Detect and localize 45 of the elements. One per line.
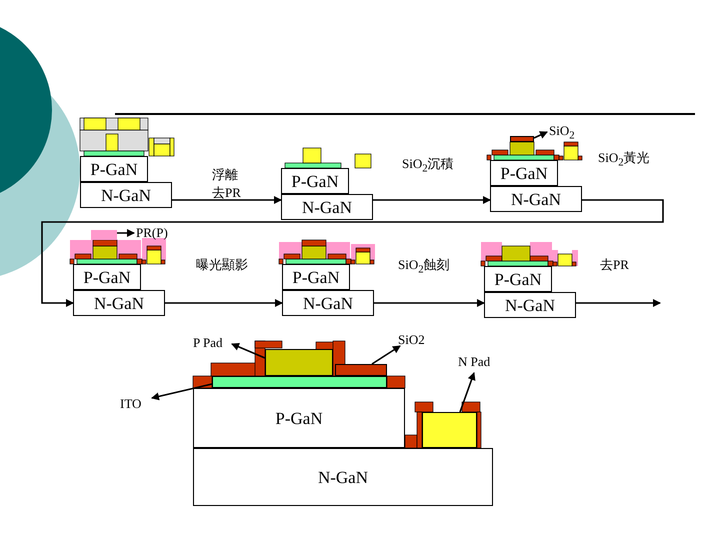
leader-line: [534, 131, 548, 139]
layer-region: [91, 230, 117, 240]
layer-box: P-GaN: [193, 388, 405, 448]
arrow: [41, 199, 664, 307]
layer-label: SiO$_{2}$: [549, 124, 575, 142]
layer-region: [212, 376, 387, 388]
layer-box: N-GaN: [484, 292, 576, 318]
layer-label: ITO: [120, 397, 142, 410]
layer-box: N-GaN: [193, 448, 493, 506]
leader-line: [117, 229, 135, 237]
layer-label: N Pad: [458, 355, 490, 368]
layer-box: P-GaN: [490, 160, 558, 186]
edge-label: SiO$_{2}$沉積: [402, 157, 454, 174]
leader-line: [151, 383, 212, 400]
layer-box: P-GaN: [281, 168, 349, 194]
layer-box: N-GaN: [73, 290, 165, 316]
arrow: [172, 196, 282, 204]
leader-line: [372, 345, 401, 365]
layer-region: [422, 412, 477, 448]
leader-line: [231, 343, 266, 359]
layer-label: P Pad: [193, 336, 222, 349]
layer-region: [265, 349, 333, 376]
layer-box: N-GaN: [282, 290, 374, 316]
layer-box: P-GaN: [80, 156, 148, 182]
layer-region: [510, 136, 534, 142]
edge-label: SiO$_{2}$蝕刻: [398, 258, 450, 276]
layer-box: N-GaN: [80, 182, 172, 208]
step-label: 去PR: [212, 186, 241, 199]
layer-box: P-GaN: [484, 266, 552, 292]
edge-label: SiO$_{2}$黃光: [598, 151, 650, 168]
layer-box: P-GaN: [282, 264, 350, 290]
layer-label: SiO2: [398, 333, 425, 346]
layer-region: [335, 364, 387, 376]
layer-box: P-GaN: [73, 264, 141, 290]
arrow: [165, 299, 283, 307]
edge-label: 曝光顯影: [196, 258, 248, 271]
edge-label: 去PR: [600, 258, 629, 271]
arrow: [373, 196, 491, 204]
layer-label: PR(P): [136, 226, 168, 239]
arrow: [576, 299, 661, 307]
layer-box: N-GaN: [490, 186, 582, 212]
edge-label: 浮離: [212, 168, 238, 181]
leader-line: [459, 372, 476, 412]
arrow: [374, 299, 485, 307]
layer-box: N-GaN: [281, 194, 373, 220]
